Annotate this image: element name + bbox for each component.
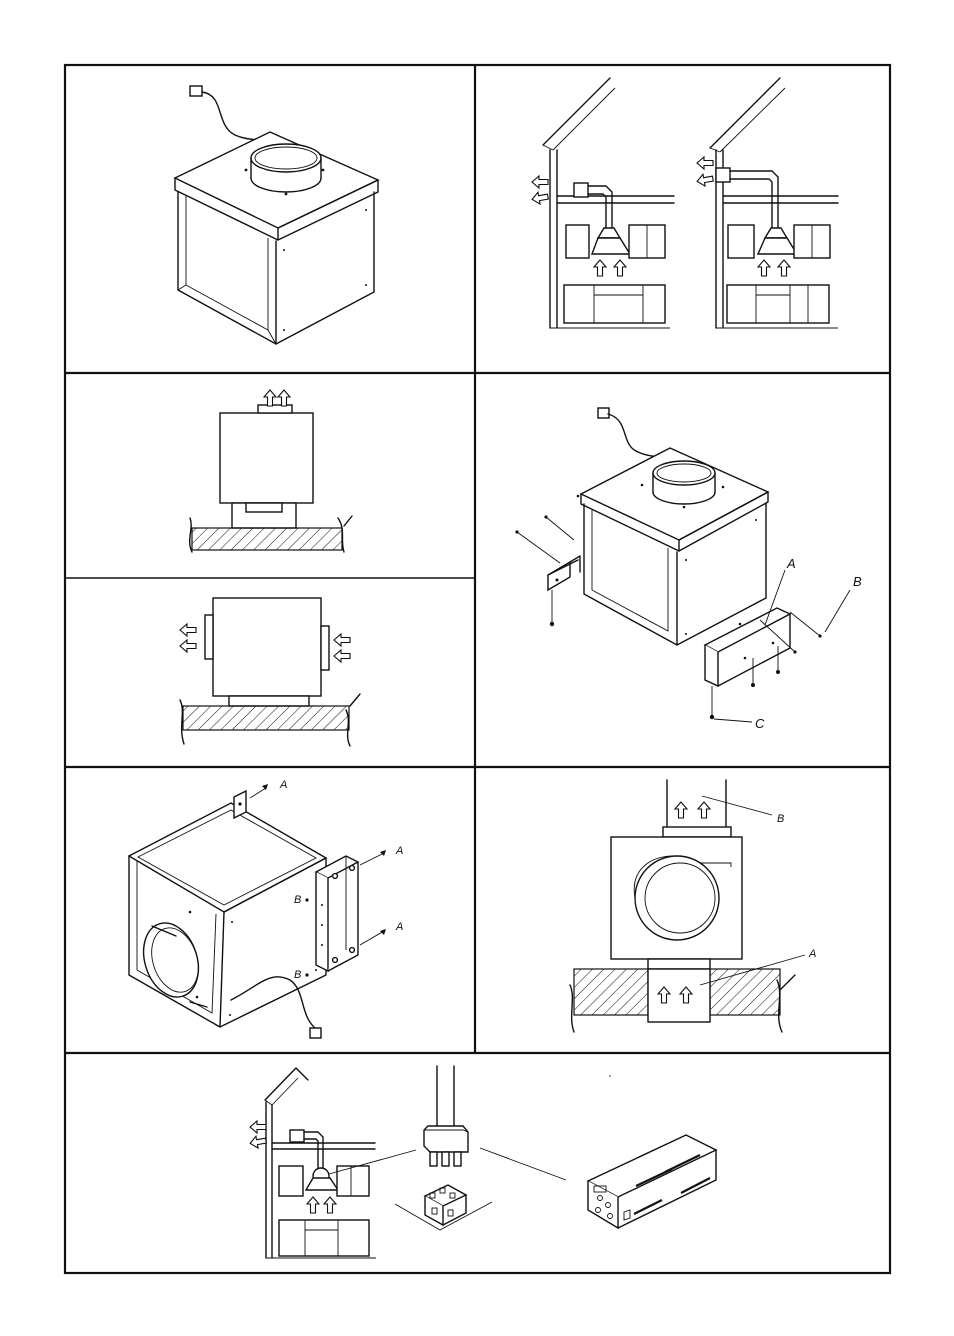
label-screw-b: B: [853, 574, 862, 589]
label-a-top: A: [279, 779, 287, 791]
panel-bracket-mounting: A B C: [515, 408, 862, 731]
label-a-low: A: [395, 921, 403, 933]
panel-unit-isometric: [175, 86, 378, 344]
label-a-mid: A: [395, 845, 403, 857]
panel-floor-horizontal: [180, 598, 360, 746]
panel-wall-bracket: A A A B B: [129, 779, 403, 1038]
floor-hatch-right: [710, 969, 780, 1015]
house-left: [531, 78, 674, 328]
floor-hatch-2: [183, 706, 349, 730]
floor-hatch: [192, 528, 342, 550]
control-box-icon: [588, 1075, 716, 1228]
label-bracket-a: A: [786, 556, 796, 571]
floor-hatch-left: [574, 969, 648, 1015]
label-b-upper: B: [294, 894, 301, 906]
panel-control-connection: [249, 1066, 716, 1258]
label-b-lower: B: [294, 969, 301, 981]
label-screw-c: C: [755, 716, 765, 731]
panel-house-installation: [531, 78, 838, 328]
panel-floor-vertical: [190, 390, 352, 552]
plug-icon-3: [310, 1028, 321, 1038]
plug-icon-2: [598, 408, 609, 418]
panel-inline-duct: B A: [570, 780, 816, 1032]
label-duct-a: A: [808, 948, 816, 960]
plug-icon: [190, 86, 202, 96]
label-duct-b: B: [777, 813, 784, 825]
house-right: [696, 78, 838, 328]
